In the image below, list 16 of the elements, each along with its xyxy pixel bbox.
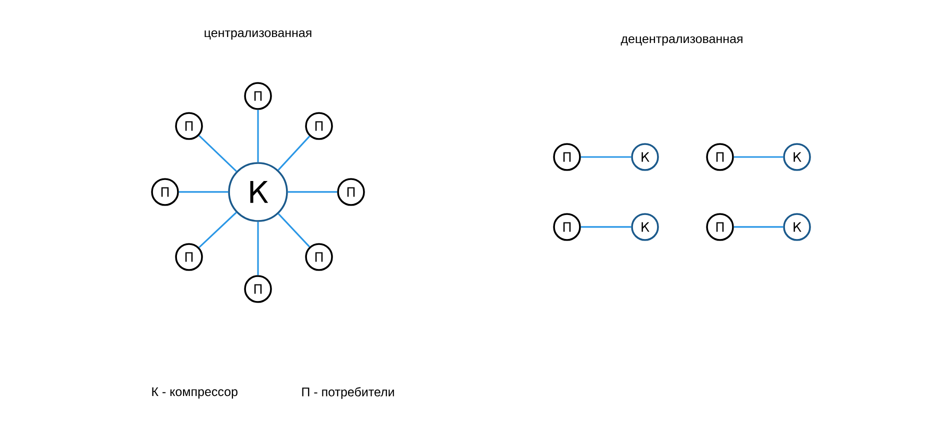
connector-line bbox=[257, 110, 259, 162]
connector-line bbox=[198, 135, 237, 172]
connector-line bbox=[278, 213, 310, 248]
legend-note: К - компрессор bbox=[152, 387, 238, 399]
connector-line bbox=[580, 226, 632, 228]
connector-line bbox=[178, 191, 228, 193]
connector-line bbox=[734, 226, 784, 228]
legend-note: П - потребители bbox=[302, 387, 394, 399]
connector-line bbox=[580, 156, 632, 158]
connector-line bbox=[257, 222, 259, 276]
connector-line bbox=[198, 212, 237, 248]
connector-line bbox=[278, 136, 310, 171]
connector-line bbox=[734, 156, 784, 158]
section-heading: децентрализованная bbox=[620, 36, 742, 46]
section-heading: централизованная bbox=[204, 30, 312, 40]
connector-line bbox=[288, 191, 338, 193]
